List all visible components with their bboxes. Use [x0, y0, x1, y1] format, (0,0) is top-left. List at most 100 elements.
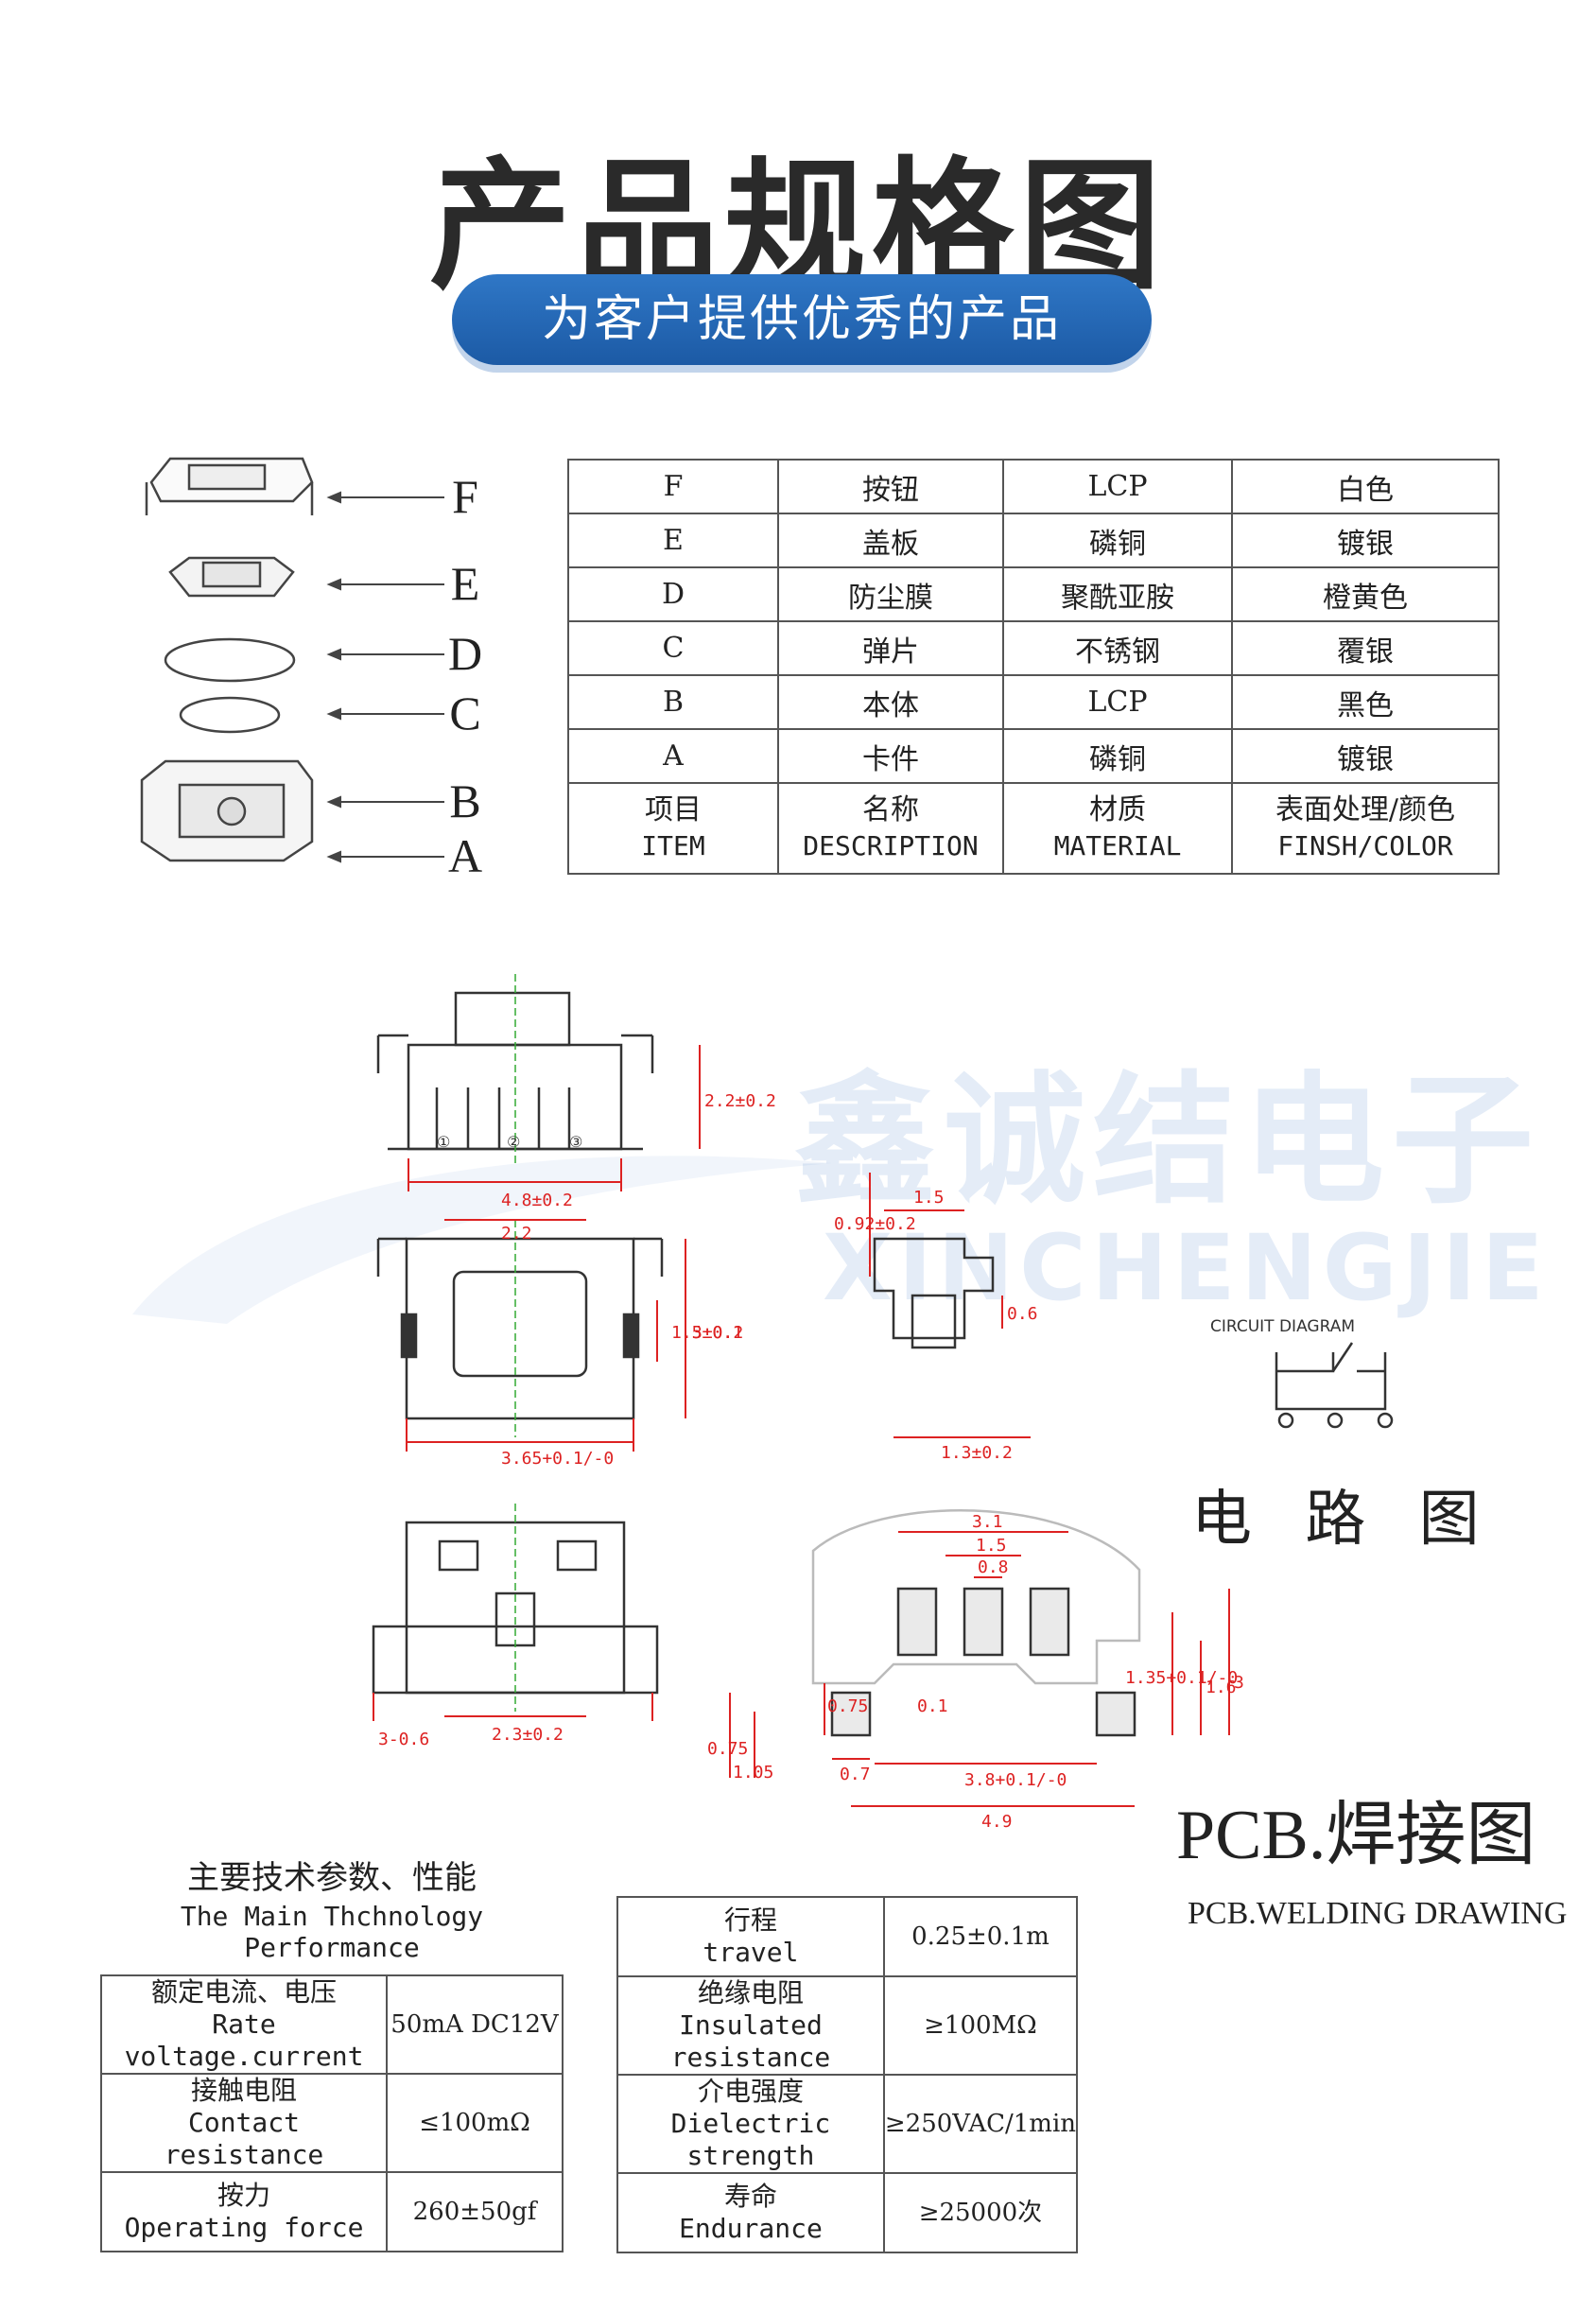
exploded-label-a: A: [447, 829, 483, 882]
dim-top-h1: 1.5±0.1: [671, 1323, 743, 1343]
cell-name: 按钮: [777, 459, 1004, 514]
exploded-view-illustration: [140, 457, 314, 862]
dim-top-inner: 2.2: [501, 1224, 532, 1243]
cell-name: 防尘膜: [777, 566, 1004, 622]
dim-top-width: 3.65+0.1/-0: [501, 1449, 614, 1469]
spec-value: 50mA DC12V: [386, 1974, 564, 2075]
spec-value: ≤100mΩ: [386, 2073, 564, 2173]
cell-material: 磷铜: [1002, 728, 1233, 784]
watermark-en: XINCHENGJIE: [823, 1215, 1550, 1321]
spec-value: ≥250VAC/1min: [882, 2074, 1079, 2174]
dim-pcb-w-small: 0.7: [840, 1765, 871, 1784]
cell-item: B: [567, 674, 779, 730]
cell-finish: 镀银: [1231, 513, 1500, 568]
cell-name: 盖板: [777, 513, 1004, 568]
dim-front-width: 4.8±0.2: [501, 1191, 573, 1210]
cell-material: LCP: [1002, 459, 1233, 514]
dim-pcb-r2: 1.6: [1206, 1678, 1237, 1697]
exploded-label-b: B: [449, 774, 481, 827]
dim-pcb-top: 3.1: [972, 1512, 1003, 1532]
spec-title-en: The Main Thchnology Performance: [180, 1901, 484, 1963]
dim-pcb-r1: 1.35+0.1/-0: [1125, 1668, 1238, 1688]
pcb-title: PCB.焊接图: [1176, 1797, 1536, 1874]
circuit-caption: CIRCUIT DIAGRAM: [1210, 1317, 1355, 1336]
cell-finish: 覆银: [1231, 620, 1500, 676]
pcb-subtitle: PCB.WELDING DRAWING: [1188, 1896, 1568, 1931]
exploded-label-d: D: [447, 627, 483, 680]
dim-side-top: 0.92±0.2: [834, 1214, 916, 1234]
cell-name: 弹片: [777, 620, 1004, 676]
spec-title-cn: 主要技术参数、性能: [187, 1859, 477, 1897]
cell-material: LCP: [1002, 674, 1233, 730]
pin-3-label: ③: [569, 1133, 582, 1151]
dim-pcb-w-total: 4.9: [981, 1812, 1013, 1832]
dim-pcb-mid: 1.5: [976, 1536, 1007, 1556]
watermark-cn: 鑫诚结电子: [794, 1059, 1542, 1224]
cell-finish: 白色: [1231, 459, 1500, 514]
table-row: A 卡件 磷铜 镀银: [567, 728, 1500, 784]
dim-side-w1: 1.5: [913, 1188, 945, 1208]
dim-pcb-gap: 0.1: [917, 1696, 948, 1716]
table-row: C 弹片 不锈钢 覆银: [567, 620, 1500, 676]
exploded-view-leaders: [326, 491, 444, 863]
dim-pcb-h1: 0.75: [827, 1696, 868, 1716]
dim-pcb-r3: 3: [1234, 1673, 1244, 1693]
cell-finish: 黑色: [1231, 674, 1500, 730]
cell-name: 卡件: [777, 728, 1004, 784]
dim-side-h: 0.6: [1007, 1304, 1038, 1324]
cell-item: C: [567, 620, 779, 676]
exploded-label-c: C: [449, 687, 481, 739]
cell-name: 本体: [777, 674, 1004, 730]
exploded-label-e: E: [450, 557, 480, 610]
exploded-label-f: F: [452, 470, 478, 523]
spec-value: ≥25000次: [882, 2172, 1079, 2253]
cell-item: F: [567, 459, 779, 514]
dim-pcb-pad: 0.8: [978, 1557, 1009, 1577]
subtitle-banner: 为客户提供优秀的产品: [452, 274, 1152, 365]
dim-pcb-w-mid: 3.8+0.1/-0: [964, 1770, 1067, 1790]
cell-material: 磷铜: [1002, 513, 1233, 568]
circuit-title: 电 路 图: [1191, 1485, 1497, 1555]
cell-item: E: [567, 513, 779, 568]
dim-top-h2: 3±0.2: [692, 1323, 743, 1343]
cell-finish: 橙黄色: [1231, 566, 1500, 622]
cell-material: 聚酰亚胺: [1002, 566, 1233, 622]
dim-bottom-w2: 2.3±0.2: [492, 1725, 564, 1745]
table-row: B 本体 LCP 黑色: [567, 674, 1500, 730]
technical-drawings: 4.8±0.2 2.2±0.2 2.2 3.65+0.1/-0 1.5±0.1 …: [372, 974, 1394, 1832]
cell-item: A: [567, 728, 779, 784]
pin-2-label: ②: [507, 1133, 520, 1151]
dim-bottom-w1: 3-0.6: [378, 1730, 429, 1749]
table-row: D 防尘膜 聚酰亚胺 橙黄色: [567, 566, 1500, 622]
cell-material: 不锈钢: [1002, 620, 1233, 676]
table-row: E 盖板 磷铜 镀银: [567, 513, 1500, 568]
cell-item: D: [567, 566, 779, 622]
spec-value: 260±50gf: [386, 2171, 564, 2252]
pin-1-label: ①: [437, 1133, 450, 1151]
spec-value: 0.25±0.1m: [882, 1896, 1079, 1977]
cell-finish: 镀银: [1231, 728, 1500, 784]
dim-pcb-h2: 0.75: [707, 1739, 748, 1759]
parts-table: F 按钮 LCP 白色 E 盖板 磷铜 镀银 D 防尘膜 聚酰亚胺 橙黄色 C …: [567, 459, 1500, 875]
spec-value: ≥100MΩ: [882, 1975, 1079, 2076]
watermark-swoosh: [132, 1156, 832, 1324]
dim-pcb-h3: 1.05: [733, 1763, 773, 1783]
dim-side-w2: 1.3±0.2: [941, 1443, 1013, 1463]
